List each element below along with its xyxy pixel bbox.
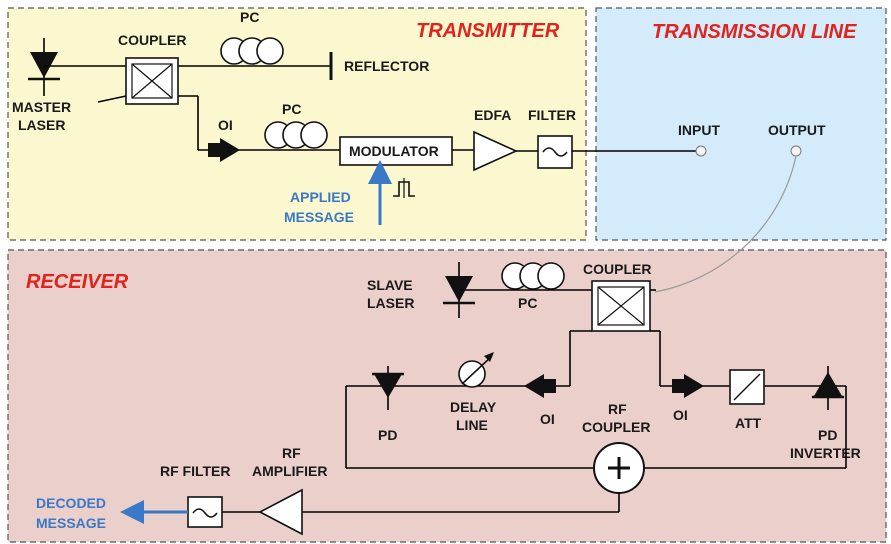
receiver-oi-right-icon (672, 374, 704, 398)
receiver-pc-icon (501, 262, 565, 290)
oi-label: OI (218, 117, 233, 133)
master-laser-label-2: LASER (18, 117, 65, 133)
master-laser-label-1: MASTER (12, 99, 71, 115)
rf-coupler-label-2: COUPLER (582, 419, 650, 435)
applied-message-label-2: MESSAGE (284, 209, 354, 225)
coupler-label: COUPLER (118, 32, 186, 48)
input-label: INPUT (678, 122, 720, 138)
transmitter-title: TRANSMITTER (416, 20, 560, 42)
filter-icon (537, 135, 573, 169)
receiver-oi-right-label: OI (673, 407, 688, 423)
filter-label: FILTER (528, 107, 576, 123)
rf-coupler-icon (593, 442, 645, 494)
rf-amplifier-label-1: RF (282, 445, 301, 461)
rf-amplifier-icon (258, 488, 303, 536)
coupler-icon (125, 57, 179, 105)
attenuator-icon (729, 369, 765, 405)
modulator-box (339, 136, 453, 166)
output-port (790, 145, 802, 157)
decoded-message-label-1: DECODED (36, 495, 106, 511)
rf-filter-label: RF FILTER (160, 463, 231, 479)
modulator-label: MODULATOR (349, 143, 439, 159)
pd-inverter-label-2: INVERTER (790, 445, 861, 461)
output-label: OUTPUT (768, 122, 826, 138)
transmission-line-title: TRANSMISSION LINE (652, 21, 857, 43)
rf-coupler-label-1: RF (608, 401, 627, 417)
rf-filter-icon (187, 496, 223, 528)
edfa-label: EDFA (474, 107, 511, 123)
slave-laser-label-1: SLAVE (367, 277, 413, 293)
pc-mid-label: PC (282, 101, 301, 117)
decoded-message-label-2: MESSAGE (36, 515, 106, 531)
applied-message-label-1: APPLIED (290, 189, 351, 205)
pd-label: PD (378, 427, 397, 443)
delay-line-label-2: LINE (456, 417, 488, 433)
photodiode-icon (372, 366, 404, 410)
pd-inverter-icon (812, 366, 844, 410)
polarization-controller-icon (220, 37, 284, 65)
fiber-link (654, 155, 797, 293)
edfa-icon (473, 130, 518, 172)
input-port (695, 145, 707, 157)
receiver-title: RECEIVER (26, 271, 129, 293)
receiver-pc-label: PC (518, 295, 537, 311)
transmission-line-panel (595, 7, 887, 241)
pd-inverter-label-1: PD (818, 427, 837, 443)
reflector-label: REFLECTOR (344, 58, 429, 74)
pc-top-label: PC (240, 9, 259, 25)
receiver-oi-left-label: OI (540, 411, 555, 427)
receiver-coupler-label: COUPLER (583, 261, 651, 277)
optical-isolator-icon (208, 138, 240, 162)
polarization-controller-icon-2 (264, 121, 328, 149)
delay-line-icon (458, 352, 494, 388)
master-laser-icon (28, 38, 60, 96)
receiver-coupler-icon (591, 280, 651, 332)
receiver-oi-left-icon (524, 374, 556, 398)
delay-line-label-1: DELAY (450, 399, 497, 415)
att-label: ATT (735, 415, 762, 431)
rf-amplifier-label-2: AMPLIFIER (252, 463, 327, 479)
slave-laser-label-2: LASER (367, 295, 414, 311)
